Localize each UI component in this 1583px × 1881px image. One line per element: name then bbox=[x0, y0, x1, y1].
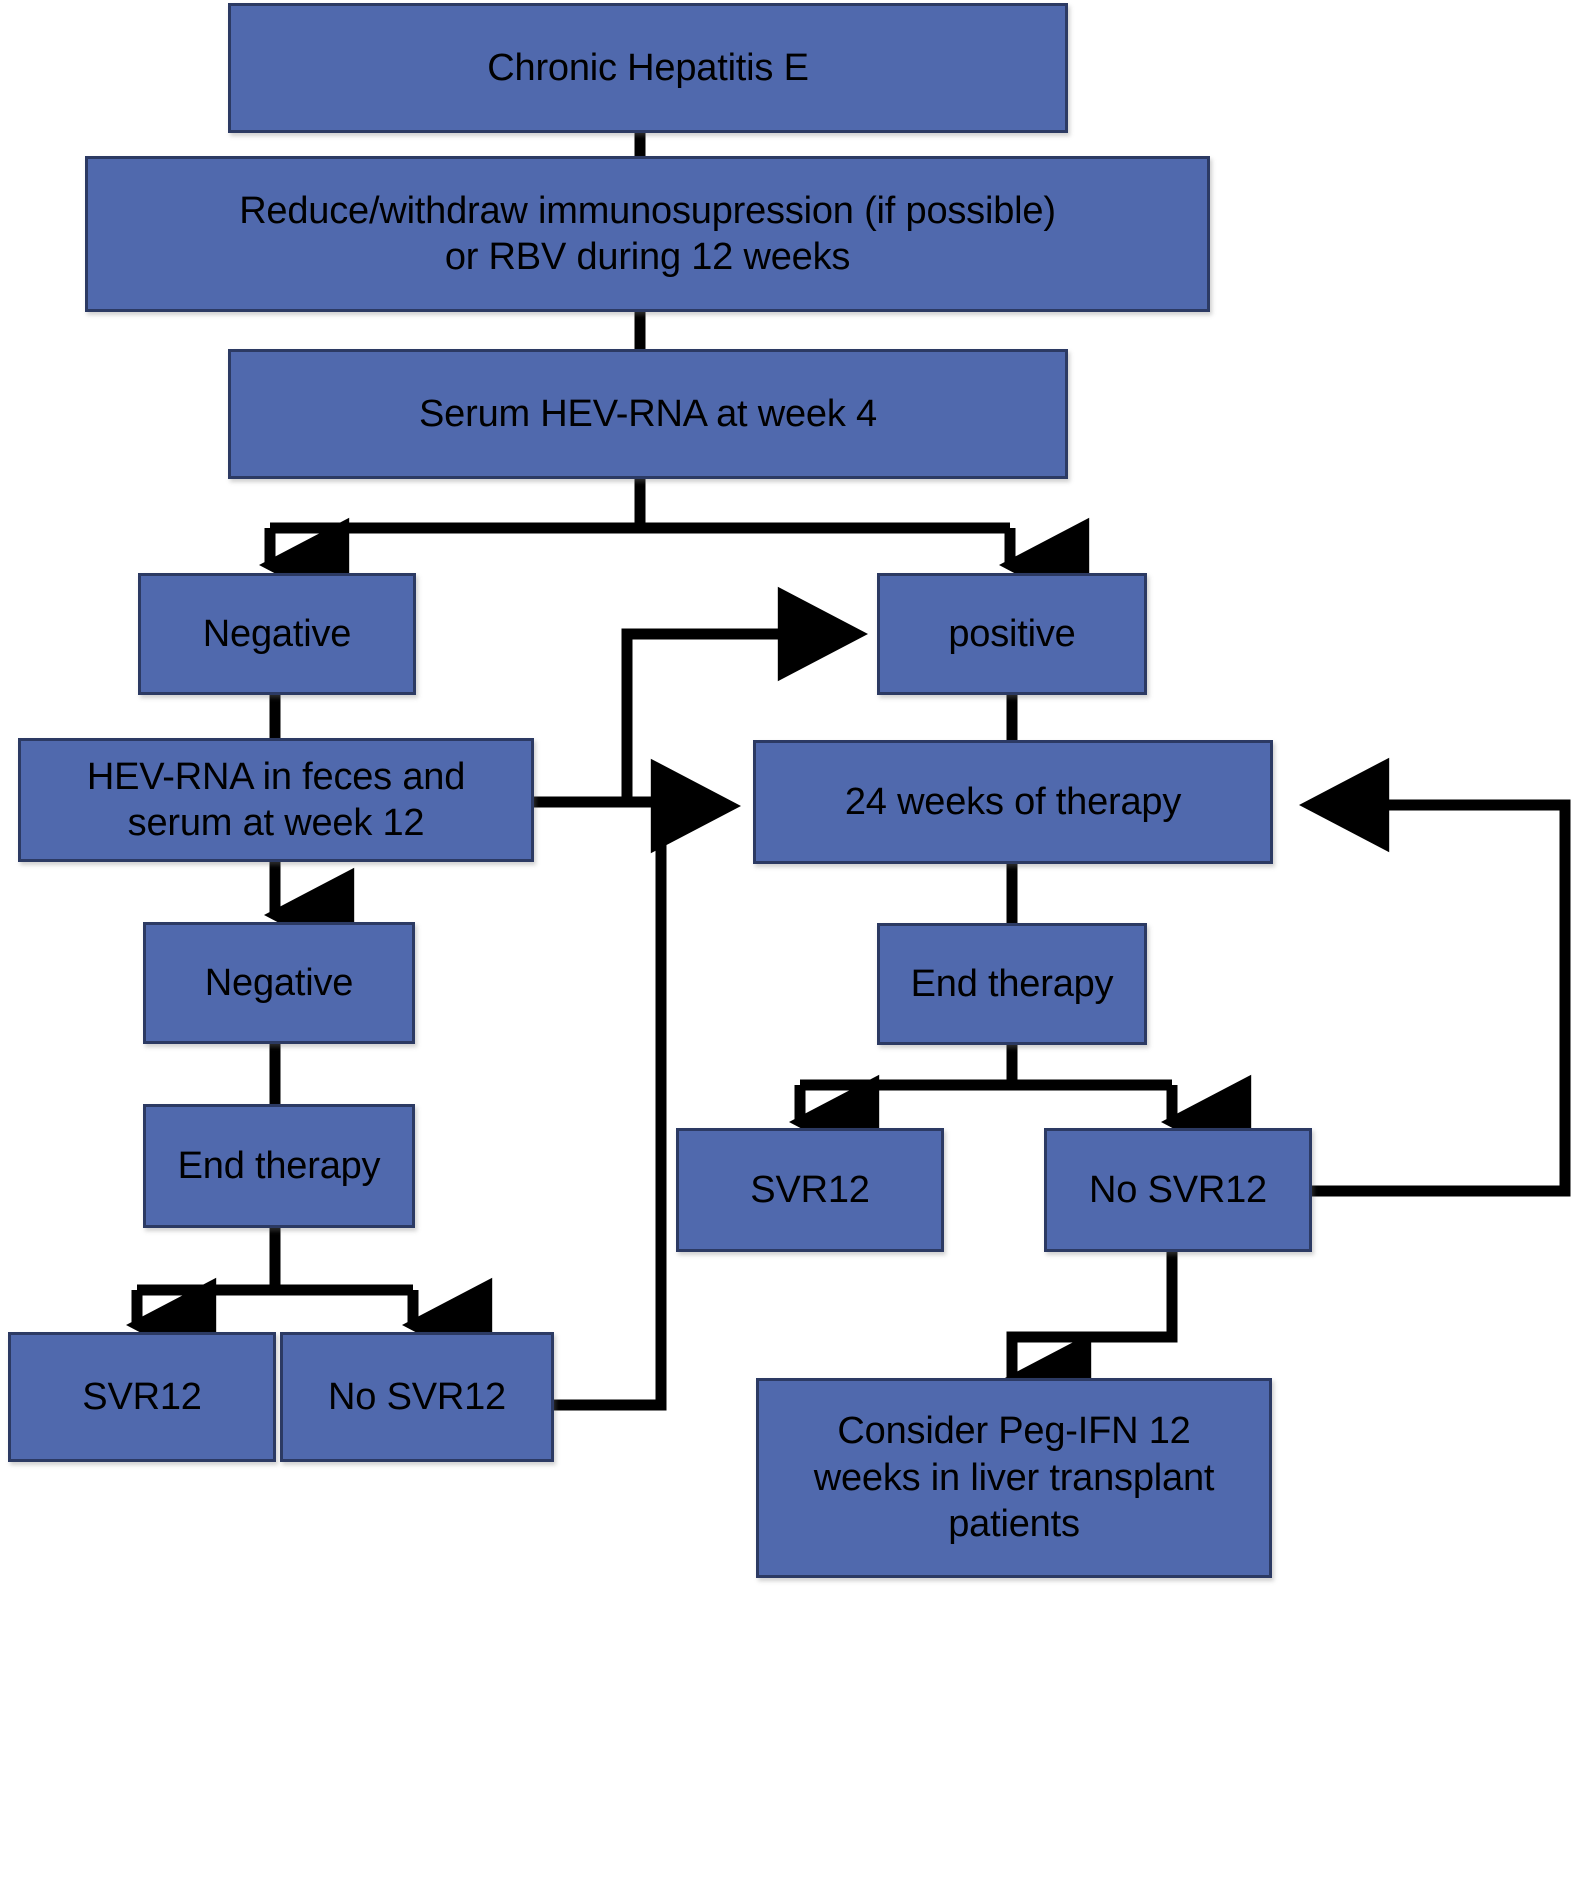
node-reduce-withdraw-immunosupression[interactable]: Reduce/withdraw immunosupression (if pos… bbox=[85, 156, 1210, 312]
edge-hevfeces-to-24weeks bbox=[533, 758, 742, 854]
node-label-line-2: serum at week 12 bbox=[127, 802, 425, 844]
node-label: HEV-RNA in feces and serum at week 12 bbox=[29, 754, 523, 847]
node-no-svr12-right[interactable]: No SVR12 bbox=[1044, 1128, 1312, 1252]
edge-nosvr12-right-loop-to-24weeks bbox=[1298, 757, 1571, 1197]
node-label-line-3: patients bbox=[948, 1503, 1080, 1546]
node-end-therapy-right[interactable]: End therapy bbox=[877, 923, 1147, 1045]
node-24-weeks-of-therapy[interactable]: 24 weeks of therapy bbox=[753, 740, 1273, 864]
node-label: Consider Peg-IFN 12 weeks in liver trans… bbox=[767, 1408, 1261, 1547]
node-label-line-1: HEV-RNA in feces and bbox=[86, 755, 466, 798]
node-label: No SVR12 bbox=[328, 1375, 506, 1418]
node-negative-week-4[interactable]: Negative bbox=[138, 573, 416, 695]
node-label: SVR12 bbox=[750, 1168, 870, 1211]
node-label: 24 weeks of therapy bbox=[844, 780, 1182, 823]
node-label: SVR12 bbox=[82, 1375, 202, 1418]
node-label-line-1: Consider Peg-IFN 12 bbox=[837, 1410, 1191, 1453]
node-label: Negative bbox=[202, 612, 352, 655]
node-label: End therapy bbox=[177, 1144, 381, 1187]
node-positive-week-4[interactable]: positive bbox=[877, 573, 1147, 695]
edge-nosvr12-right-to-pegifn bbox=[1000, 1250, 1178, 1428]
node-label-line-1: Reduce/withdraw immunosupression (if pos… bbox=[239, 189, 1056, 232]
node-svr12-right[interactable]: SVR12 bbox=[676, 1128, 944, 1252]
node-serum-hev-rna-week-4[interactable]: Serum HEV-RNA at week 4 bbox=[228, 349, 1068, 479]
node-end-therapy-left[interactable]: End therapy bbox=[143, 1104, 415, 1228]
node-label: Serum HEV-RNA at week 4 bbox=[419, 392, 877, 435]
node-label: End therapy bbox=[910, 962, 1114, 1005]
node-label-line-2: or RBV during 12 weeks bbox=[444, 236, 851, 278]
node-label: Reduce/withdraw immunosupression (if pos… bbox=[96, 188, 1199, 281]
node-label-line-2: weeks in liver transplant bbox=[813, 1456, 1215, 1499]
edge-nosvr12-left-to-24weeks bbox=[553, 806, 667, 1411]
node-label: positive bbox=[948, 612, 1076, 655]
node-negative-week-12[interactable]: Negative bbox=[143, 922, 415, 1044]
node-label: Chronic Hepatitis E bbox=[487, 46, 809, 89]
node-chronic-hepatitis-e[interactable]: Chronic Hepatitis E bbox=[228, 3, 1068, 133]
node-svr12-left[interactable]: SVR12 bbox=[8, 1332, 276, 1462]
node-label: Negative bbox=[204, 961, 354, 1004]
node-label: No SVR12 bbox=[1089, 1168, 1267, 1211]
node-hev-rna-feces-and-serum-week-12[interactable]: HEV-RNA in feces and serum at week 12 bbox=[18, 738, 534, 862]
node-no-svr12-left[interactable]: No SVR12 bbox=[280, 1332, 554, 1462]
node-consider-peg-ifn[interactable]: Consider Peg-IFN 12 weeks in liver trans… bbox=[756, 1378, 1272, 1578]
